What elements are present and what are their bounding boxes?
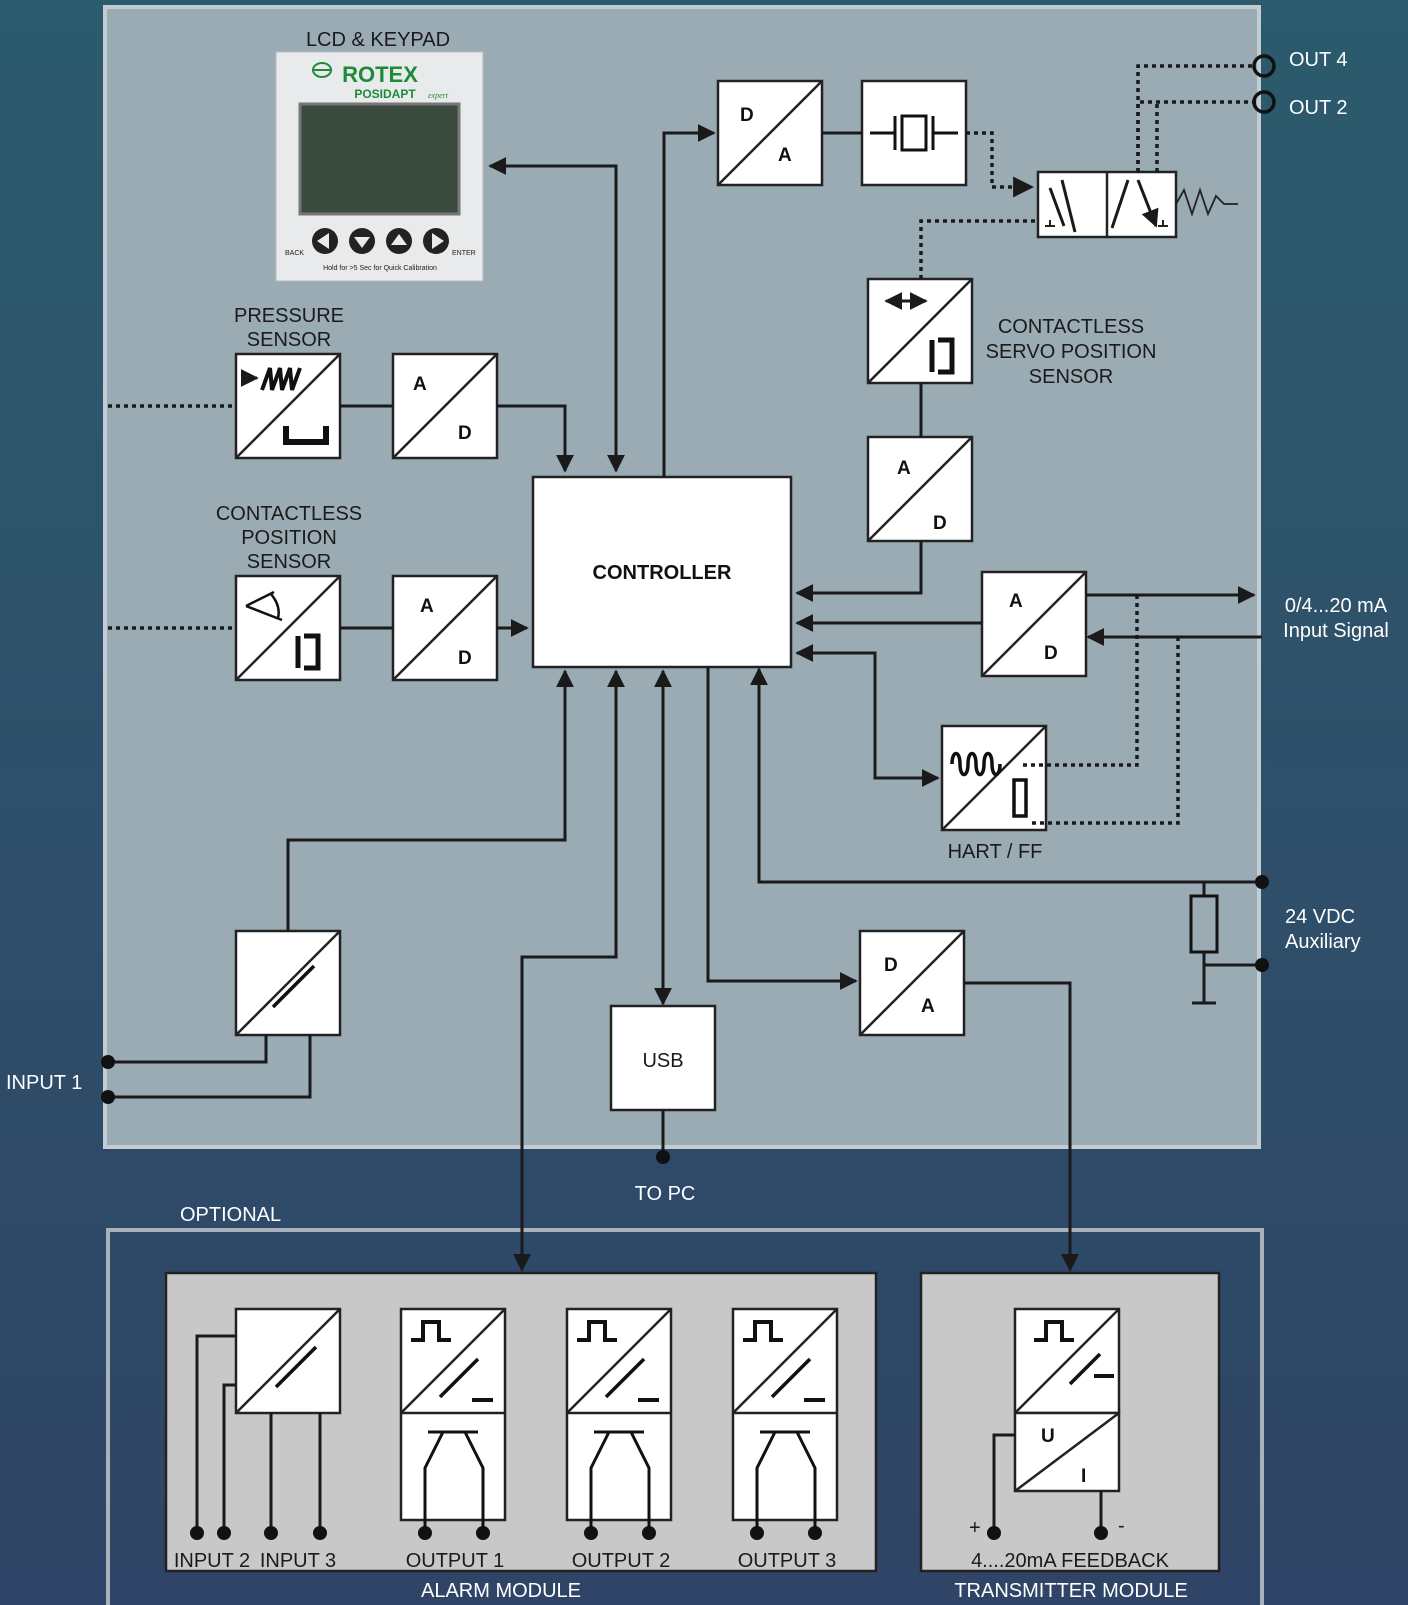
aux-terminal-plus xyxy=(1255,875,1269,889)
aux-label-1: 24 VDC xyxy=(1285,906,1355,928)
alarm-module-label: ALARM MODULE xyxy=(421,1580,581,1602)
enter-label: ENTER xyxy=(452,250,476,257)
output3-label: OUTPUT 3 xyxy=(738,1550,837,1572)
servo-sensor-label-3: SENSOR xyxy=(1029,366,1113,388)
servo-sensor-label-1: CONTACTLESS xyxy=(998,316,1144,338)
ui-u-label: U xyxy=(1041,1426,1055,1447)
resistor-icon xyxy=(1012,778,1028,818)
da-d-label: D xyxy=(884,955,898,976)
da-a-label: A xyxy=(778,145,792,166)
ad-d-label: D xyxy=(458,648,472,669)
position-sensor-label-3: SENSOR xyxy=(247,551,331,573)
ad-converter-position: A D xyxy=(391,574,499,682)
piezo-icon xyxy=(870,114,958,152)
optional-label: OPTIONAL xyxy=(180,1204,281,1226)
ad-d-label: D xyxy=(1044,643,1058,664)
input2-label: INPUT 2 xyxy=(174,1550,250,1572)
position-sensor-label-1: CONTACTLESS xyxy=(216,503,362,525)
pulse-icon xyxy=(743,1320,783,1342)
input1-terminal-a xyxy=(101,1055,115,1069)
usb-block xyxy=(609,1004,717,1112)
pulse-icon xyxy=(577,1320,617,1342)
servo-position-sensor-block xyxy=(866,277,974,385)
controller-block xyxy=(531,475,793,669)
alarm-module: INPUT 2 INPUT 3 OUTPUT 1 OUTPUT 2 OUTPUT… xyxy=(164,1271,878,1573)
aux-terminal-minus xyxy=(1255,958,1269,972)
hart-ff-block xyxy=(940,724,1048,832)
pneumatic-valve xyxy=(1036,170,1238,237)
output2-label: OUTPUT 2 xyxy=(572,1550,671,1572)
wave-icon xyxy=(950,751,1002,777)
lcd-keypad: ROTEX POSIDAPT expert BACK ENTER Hold fo… xyxy=(275,51,484,282)
out4-port xyxy=(1252,54,1276,78)
back-label: BACK xyxy=(285,250,304,257)
aux-label-2: Auxiliary xyxy=(1285,931,1361,953)
feedback-label: 4....20mA FEEDBACK xyxy=(971,1550,1170,1572)
da-a-label: A xyxy=(921,996,935,1017)
wiring xyxy=(101,54,1276,1272)
isolator-input1-block xyxy=(234,929,342,1037)
alarm-output-1-block xyxy=(399,1307,507,1540)
lcd-hint: Hold for >5 Sec for Quick Calibration xyxy=(323,265,437,272)
da-converter-lower: D A xyxy=(858,929,966,1037)
alarm-output-2-block xyxy=(565,1307,673,1540)
input1-label: INPUT 1 xyxy=(6,1072,82,1094)
pressure-sensor-label-1: PRESSURE xyxy=(234,305,344,327)
minus-label: - xyxy=(1118,1515,1125,1537)
ad-a-label: A xyxy=(413,374,427,395)
piezo-valve-block xyxy=(860,79,968,187)
position-sensor-label-2: POSITION xyxy=(241,527,337,549)
ad-d-label: D xyxy=(933,513,947,534)
ad-a-label: A xyxy=(1009,591,1023,612)
lcd-keypad-label: LCD & KEYPAD xyxy=(306,29,450,51)
hall-sensor-icon xyxy=(929,337,955,375)
output1-label: OUTPUT 1 xyxy=(406,1550,505,1572)
ad-a-label: A xyxy=(420,596,434,617)
to-pc-terminal xyxy=(656,1150,670,1164)
transmitter-module-label: TRANSMITTER MODULE xyxy=(954,1580,1187,1602)
ad-converter-servo: A D xyxy=(866,435,974,543)
ad-converter-input-signal: A D xyxy=(980,570,1088,678)
hart-ff-label: HART / FF xyxy=(948,841,1043,863)
pressure-sensor-label-2: SENSOR xyxy=(247,329,331,351)
input3-label: INPUT 3 xyxy=(260,1550,336,1572)
controller-label: CONTROLLER xyxy=(593,562,732,584)
out4-label: OUT 4 xyxy=(1289,49,1348,71)
pressure-icon xyxy=(260,367,302,391)
optional-panel xyxy=(106,1228,1264,1605)
out2-label: OUT 2 xyxy=(1289,97,1348,119)
plus-label: + xyxy=(969,1517,981,1539)
position-sensor-block xyxy=(234,574,342,682)
lcd-model: POSIDAPT xyxy=(354,87,416,101)
alarm-output-3-block xyxy=(731,1307,839,1540)
servo-sensor-label-2: SERVO POSITION xyxy=(986,341,1157,363)
lcd-model-suffix: expert xyxy=(428,91,449,100)
angle-icon xyxy=(245,590,283,622)
ad-a-label: A xyxy=(897,458,911,479)
da-converter-top: D A xyxy=(716,79,824,187)
spring-icon xyxy=(1175,187,1238,217)
lcd-screen xyxy=(298,102,461,216)
ad-converter-pressure: A D xyxy=(391,352,499,460)
out2-port xyxy=(1252,90,1276,114)
lcd-brand: ROTEX xyxy=(342,62,418,87)
keypad xyxy=(312,228,449,254)
rotex-logo-icon xyxy=(312,62,333,78)
da-d-label: D xyxy=(740,105,754,126)
ui-i-label: I xyxy=(1081,1466,1086,1487)
ad-d-label: D xyxy=(458,423,472,444)
pulse-icon xyxy=(1034,1320,1074,1342)
input1-terminal-b xyxy=(101,1090,115,1104)
pulse-icon xyxy=(411,1320,451,1342)
hall-sensor-icon xyxy=(295,633,321,671)
usb-label: USB xyxy=(642,1050,683,1072)
transmitter-module: U I + - 4....20mA FEEDBACK xyxy=(919,1271,1221,1573)
input-signal-label-1: 0/4...20 mA xyxy=(1285,595,1388,617)
input-signal-label-2: Input Signal xyxy=(1283,620,1389,642)
to-pc-label: TO PC xyxy=(635,1183,696,1205)
pressure-sensor-block xyxy=(234,352,342,460)
